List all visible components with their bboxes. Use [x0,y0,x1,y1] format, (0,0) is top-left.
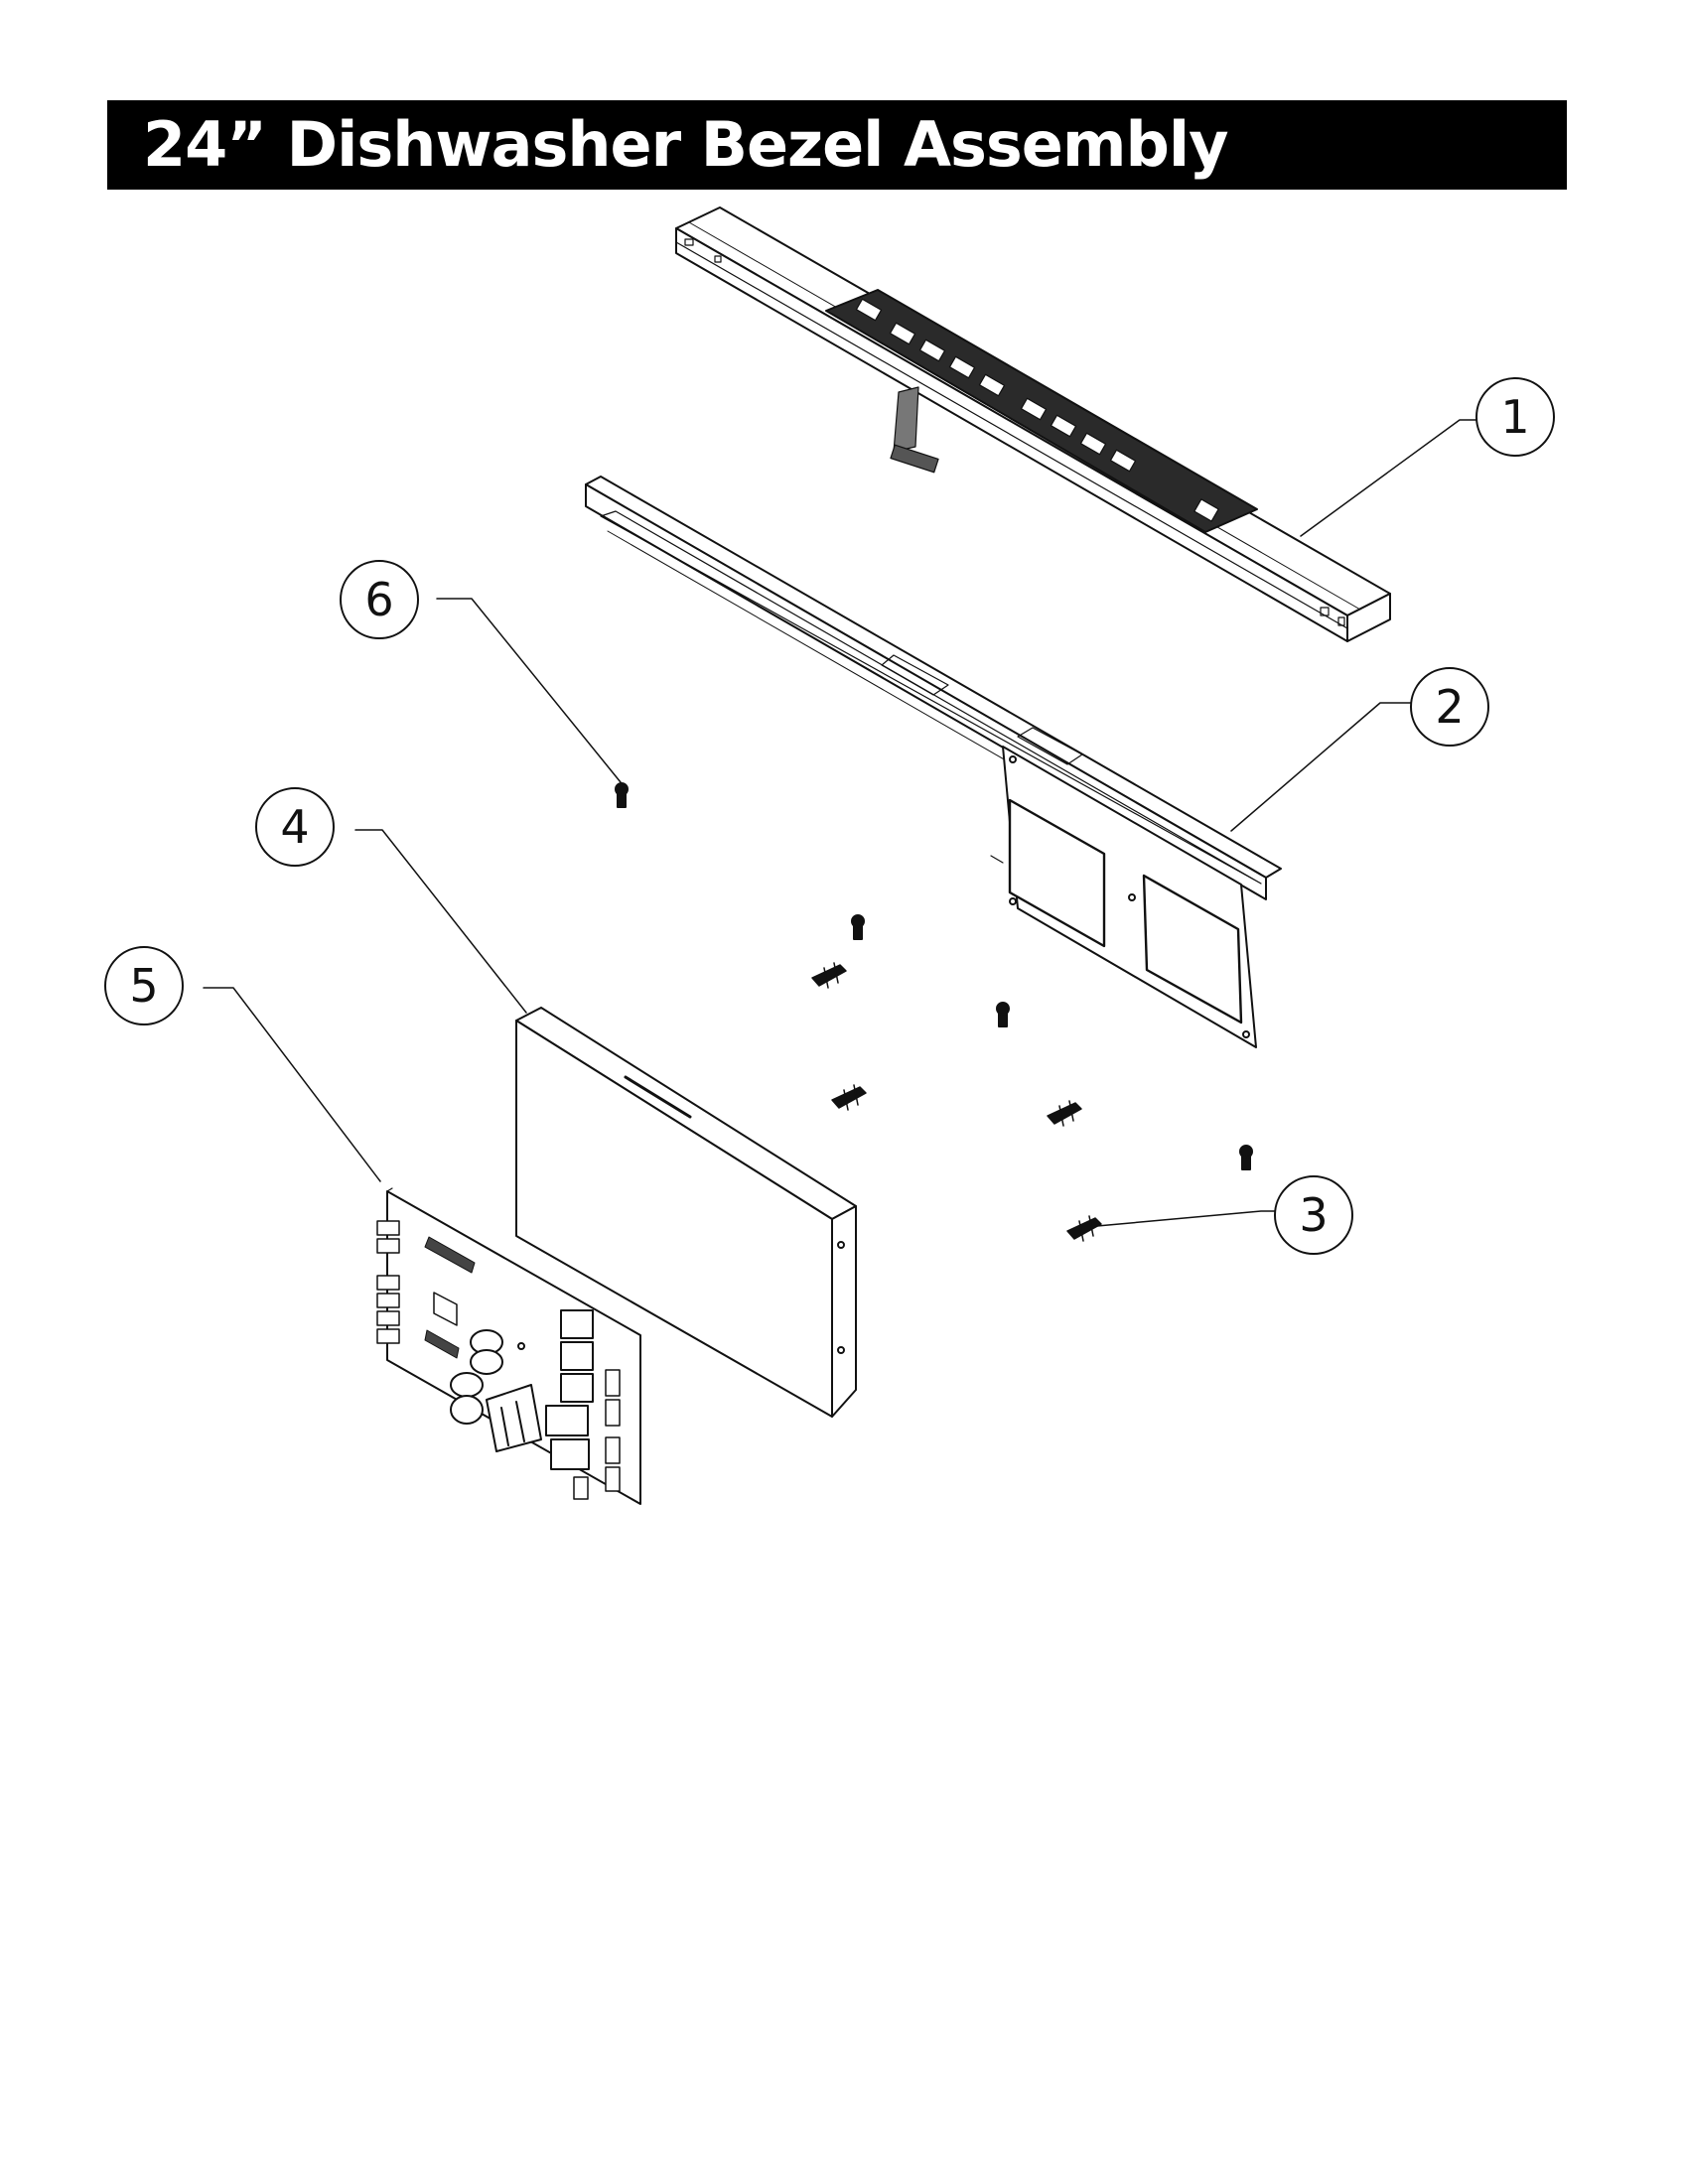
callout-5-label: 5 [129,959,158,1013]
callout-1-label: 1 [1500,390,1529,444]
part-2-mounting-bracket [585,476,1413,1048]
callout-3-label: 3 [1299,1188,1328,1242]
part-6-screw [436,598,629,808]
callout-2 [1410,667,1489,747]
callout-6-label: 6 [364,573,393,626]
part-1-control-bezel [675,206,1485,642]
callout-5 [104,946,184,1025]
callout-3 [1274,1175,1353,1255]
part-3-fasteners [811,914,1277,1242]
callout-4 [255,787,335,867]
callout-2-label: 2 [1435,680,1464,734]
title-bar: 24” Dishwasher Bezel Assembly [107,100,1567,190]
callout-6 [340,560,419,639]
callout-1 [1475,377,1555,457]
page-title: 24” Dishwasher Bezel Assembly [143,108,1229,181]
part-5-control-board [203,987,641,1505]
callout-4-label: 4 [280,800,309,854]
part-4-cover-box [354,829,857,1418]
